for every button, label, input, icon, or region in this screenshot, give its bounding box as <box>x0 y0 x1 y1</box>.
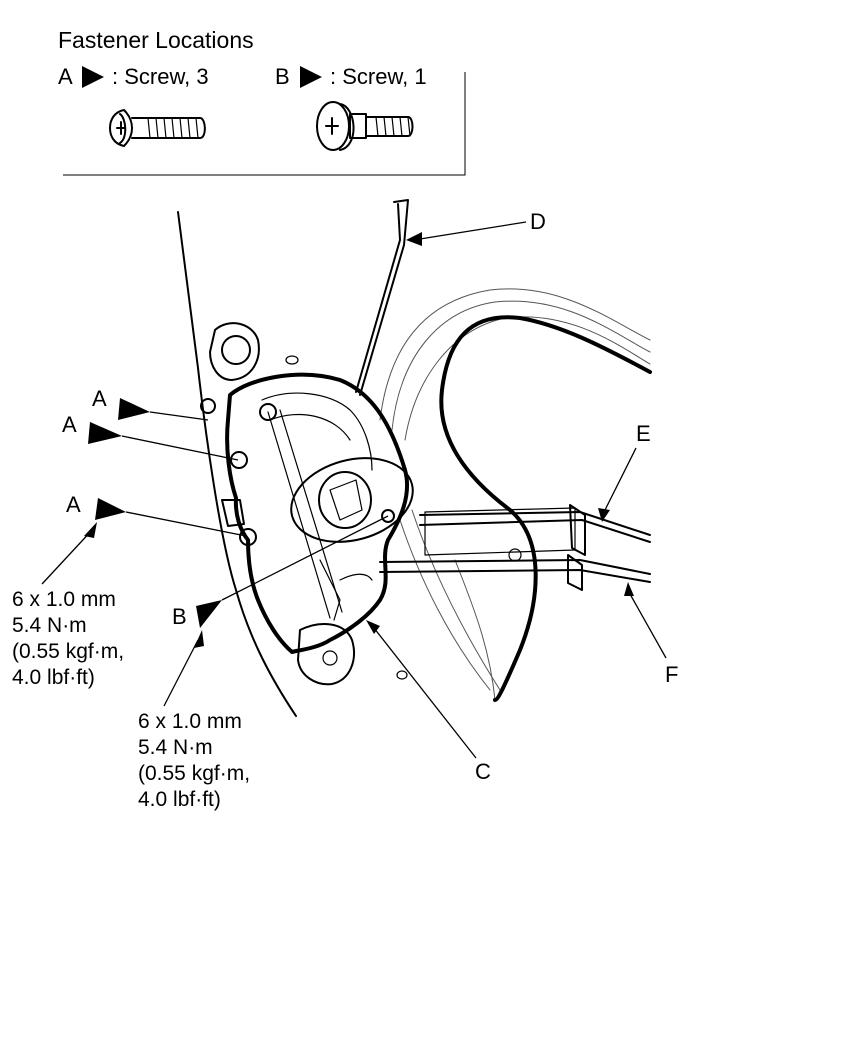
callout-d-label: D <box>530 209 546 234</box>
callout-b-arrow-icon <box>196 600 222 628</box>
screw-b-icon <box>316 101 414 151</box>
callout-f-label: F <box>665 662 678 687</box>
screw-b-callout: B <box>163 515 389 707</box>
torque-a-kgf: (0.55 kgf·m, <box>12 640 124 663</box>
callout-b-label: B <box>172 604 187 629</box>
callout-c-label: C <box>475 759 491 784</box>
torque-b-lbf: 4.0 lbf·ft) <box>138 788 221 811</box>
legend-b-arrow-icon <box>300 66 322 88</box>
torque-b-size: 6 x 1.0 mm <box>138 710 242 733</box>
legend-a-letter: A <box>58 64 73 89</box>
callout-a2-label: A <box>62 412 77 437</box>
torque-a-lbf: 4.0 lbf·ft) <box>12 666 95 689</box>
callout-e-label: E <box>636 421 651 446</box>
screw-a-icon <box>109 109 206 147</box>
legend-a-text: : Screw, 3 <box>112 64 209 89</box>
screw-a-callouts: A A A <box>41 386 247 585</box>
callout-a1-label: A <box>92 386 107 411</box>
legend-b-text: : Screw, 1 <box>330 64 427 89</box>
legend-frame <box>63 72 466 176</box>
torque-a-nm: 5.4 N·m <box>12 614 87 637</box>
torque-b-nm: 5.4 N·m <box>138 736 213 759</box>
callout-a2-arrow-icon <box>88 422 122 444</box>
torque-b-kgf: (0.55 kgf·m, <box>138 762 250 785</box>
callout-a3-arrow-icon <box>95 498 126 520</box>
torque-spec-a: 6 x 1.0 mm 5.4 N·m (0.55 kgf·m, 4.0 lbf·… <box>12 588 124 689</box>
part-callouts: C D E F <box>366 209 678 784</box>
legend-b-letter: B <box>275 64 290 89</box>
legend-title: Fastener Locations <box>58 27 254 53</box>
torque-a-size: 6 x 1.0 mm <box>12 588 116 611</box>
lock-rod <box>359 199 409 396</box>
door-panel <box>177 211 652 717</box>
outer-handle-cable <box>379 559 651 575</box>
legend-a-arrow-icon <box>82 66 104 88</box>
fastener-legend: Fastener Locations A : Screw, 3 B : Scre… <box>58 27 466 176</box>
callout-a3-label: A <box>66 492 81 517</box>
torque-spec-b: 6 x 1.0 mm 5.4 N·m (0.55 kgf·m, 4.0 lbf·… <box>138 710 250 811</box>
callout-a1-arrow-icon <box>118 398 150 420</box>
door-lock-actuator <box>200 322 414 686</box>
linkage-rods <box>267 199 651 619</box>
